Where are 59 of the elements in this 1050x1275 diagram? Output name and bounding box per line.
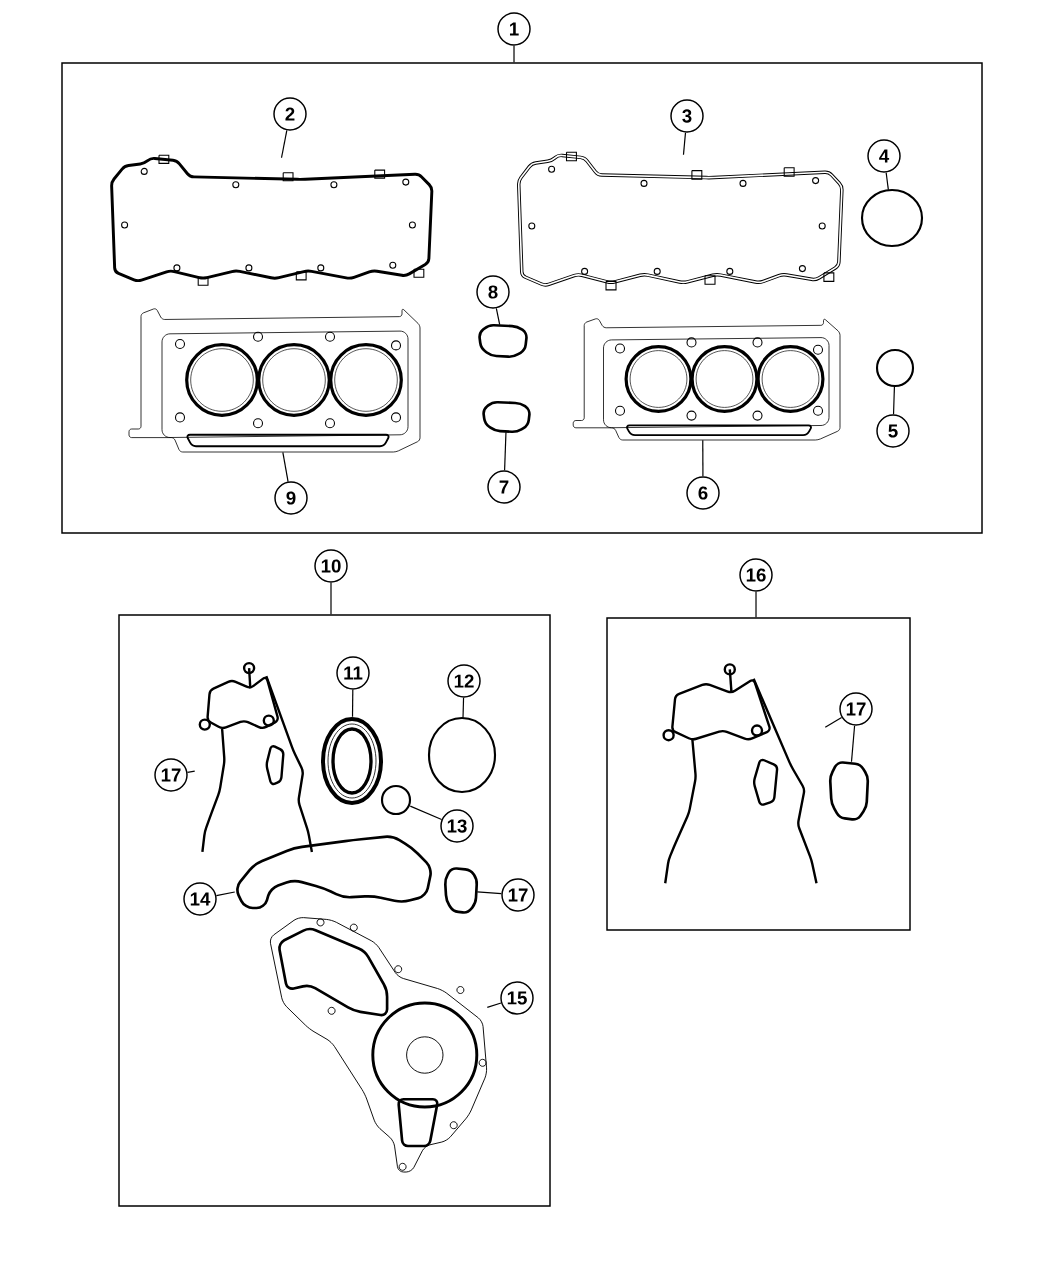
leader-line [885, 172, 889, 191]
gasket-drawing [443, 867, 479, 914]
callout-number: 11 [336, 656, 370, 690]
leader-line [824, 716, 843, 728]
callout-number: 6 [686, 476, 720, 510]
gasket-drawing [321, 717, 383, 805]
leader-line [462, 697, 465, 719]
callout-number: 10 [314, 549, 348, 583]
group-frame [61, 62, 983, 534]
o-ring-drawing [380, 784, 412, 816]
gasket-drawing [517, 151, 844, 291]
callout-number: 8 [476, 275, 510, 309]
leader-line [513, 45, 515, 63]
callout-number: 1 [497, 12, 531, 46]
callout-number: 14 [183, 882, 217, 916]
callout-number: 15 [500, 981, 534, 1015]
leader-line [330, 582, 332, 615]
callout-number: 5 [876, 414, 910, 448]
gasket-drawing [128, 308, 421, 453]
o-ring-drawing [860, 188, 924, 248]
gasket-drawing [478, 323, 528, 359]
group-frame [118, 614, 551, 1207]
o-ring-drawing [875, 348, 915, 388]
leader-line [504, 431, 507, 471]
leader-line [495, 307, 501, 326]
leader-line [215, 891, 236, 897]
o-ring-drawing [427, 716, 497, 794]
callout-number: 7 [487, 470, 521, 504]
gasket-drawing [110, 154, 434, 286]
gasket-drawing [828, 761, 870, 821]
callout-number: 17 [154, 758, 188, 792]
gasket-drawing [482, 400, 531, 434]
callout-number: 3 [670, 99, 704, 133]
gasket-drawing [572, 318, 841, 441]
callout-number: 17 [501, 878, 535, 912]
leader-line [280, 129, 288, 159]
callout-number: 4 [867, 139, 901, 173]
gasket-drawing [198, 661, 314, 853]
callout-number: 13 [440, 809, 474, 843]
leader-line [892, 385, 896, 415]
leader-line [682, 132, 687, 156]
gasket-drawing [269, 917, 488, 1173]
callout-number: 17 [839, 692, 873, 726]
leader-line [186, 770, 196, 773]
gasket-drawing [236, 835, 432, 910]
leader-line [702, 439, 704, 477]
callout-number: 2 [273, 97, 307, 131]
leader-line [486, 1002, 502, 1008]
leader-line [351, 689, 354, 718]
callout-number: 16 [739, 558, 773, 592]
group-frame [606, 617, 911, 931]
leader-line [850, 725, 856, 763]
callout-number: 12 [447, 664, 481, 698]
leader-line [476, 891, 502, 895]
leader-line [409, 805, 443, 821]
leader-line [755, 591, 757, 618]
leader-line [282, 451, 289, 483]
callout-number: 9 [274, 481, 308, 515]
gasket-drawing [662, 663, 818, 884]
